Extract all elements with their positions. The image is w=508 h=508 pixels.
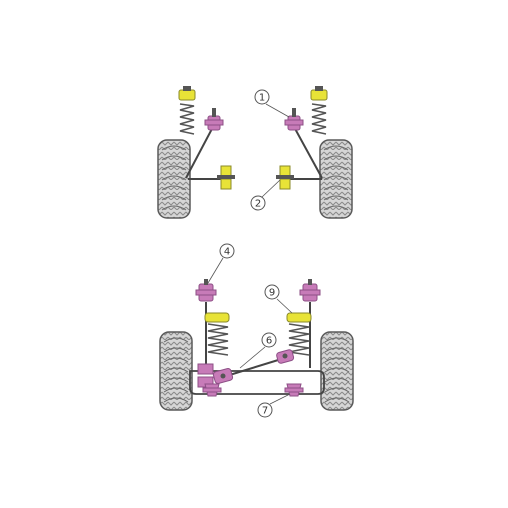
rear-right-shock-top-bush-icon [299,279,321,302]
front-left-bump-stop-icon [178,86,196,101]
front-left-spring-icon [179,103,195,135]
front-right-strut [292,124,323,179]
callout-6-label: 6 [266,336,272,347]
front-right-tyre-icon [319,139,353,219]
callout-4: 4 [207,243,235,284]
rear-right-bump-stop-icon [286,312,312,323]
rear-right-spring-icon [288,323,310,356]
callout-6: 6 [239,332,277,369]
front-right-bump-stop-icon [310,86,328,101]
rear-left-tyre-icon [159,331,193,411]
rear-axle-beam [189,370,325,395]
callout-7: 7 [257,393,291,418]
callout-9: 9 [264,284,293,314]
front-left-strut [185,124,215,179]
front-right-top-bush-icon [284,108,304,131]
callout-9-label: 9 [269,288,275,299]
rear-panhard-right-bush-icon [276,349,295,364]
callout-2: 2 [250,179,281,211]
front-right-lower-bush-icon [276,165,294,190]
callout-1-label: 1 [259,93,265,104]
rear-right-tyre-icon [320,331,354,411]
front-left-top-bush-icon [204,108,224,131]
rear-left-shock-top-bush-icon [195,279,217,302]
rear-axle-left-mount-bush-icon [202,383,222,397]
front-axle-group: 1 2 [157,86,353,219]
callout-7-label: 7 [262,406,268,417]
rear-left-bump-stop-icon [204,312,230,323]
rear-left-spring-icon [207,323,229,356]
rear-panhard-rod [222,356,289,378]
rear-panhard-left-bush-icon [212,368,234,384]
front-right-spring-icon [311,103,327,135]
callout-2-label: 2 [255,199,261,210]
rear-axle-group: 4 9 6 7 [159,243,354,418]
callout-1: 1 [254,89,290,118]
front-left-lower-bush-icon [217,165,235,190]
callout-4-label: 4 [224,247,230,258]
rear-axle-right-mount-bush-icon [284,383,304,397]
front-left-tyre-icon [157,139,191,219]
